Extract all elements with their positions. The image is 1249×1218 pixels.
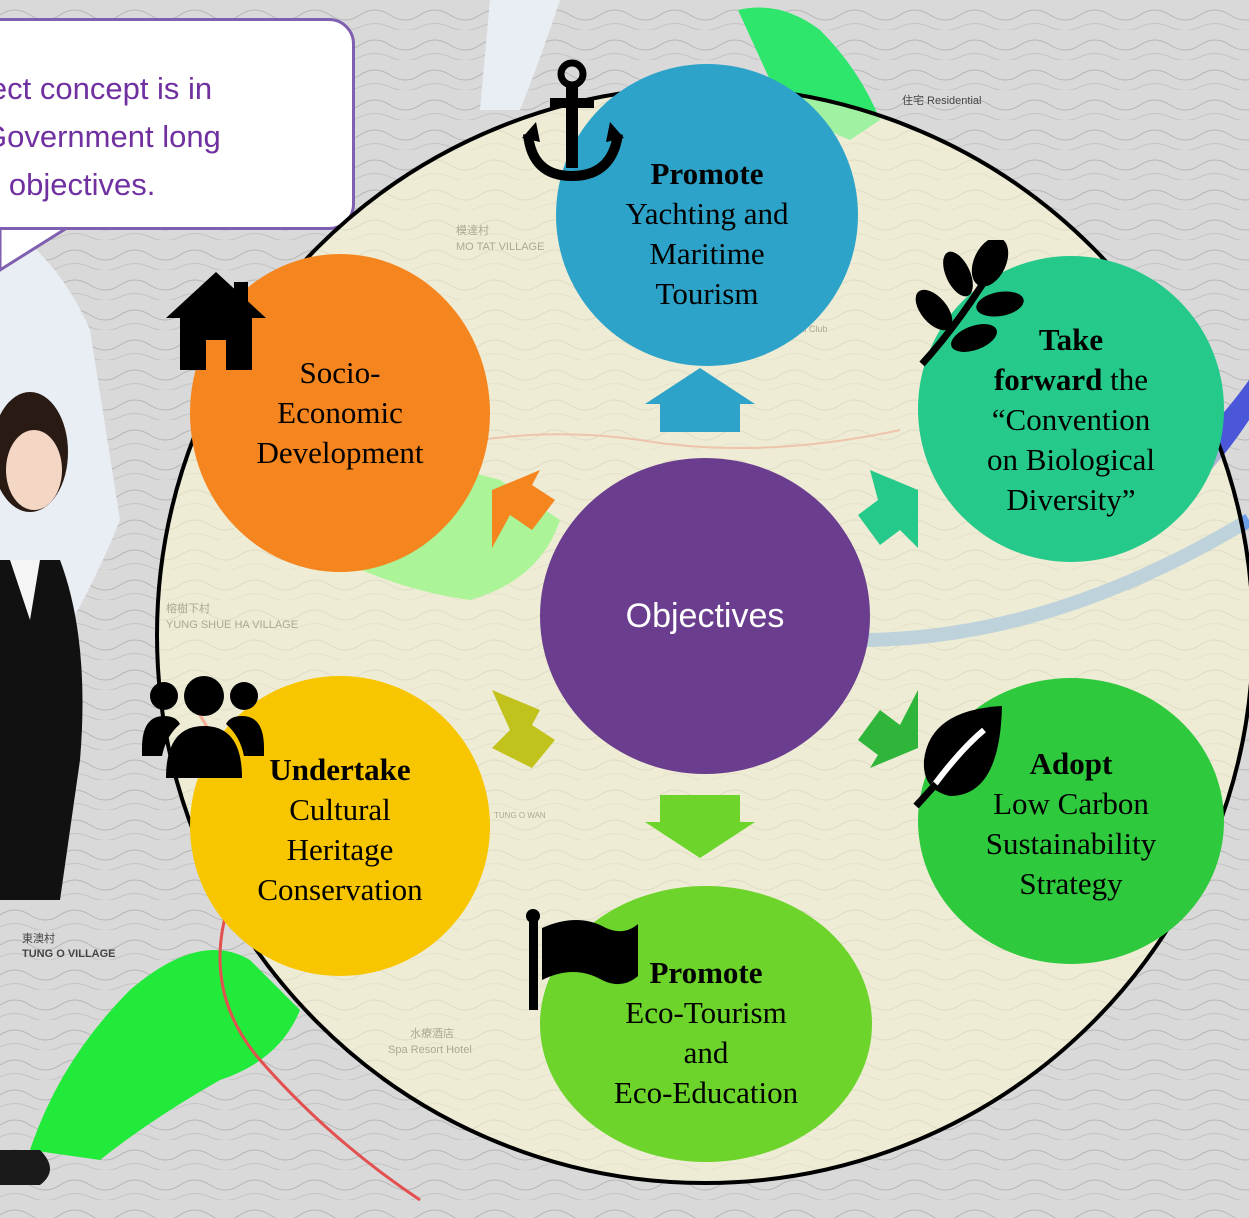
callout-line-3: n objectives. bbox=[0, 167, 156, 202]
low-carbon-line-2: Sustainability bbox=[985, 826, 1157, 861]
objective-heritage-circle: Undertake Cultural Heritage Conservation bbox=[190, 676, 490, 976]
presenter-figure bbox=[0, 392, 83, 1185]
low-carbon-line-3: Strategy bbox=[1019, 866, 1123, 901]
eco-tourism-bold: Promote bbox=[649, 955, 763, 990]
anchor-icon bbox=[522, 59, 624, 182]
callout-box: ject concept is in Government long n obj… bbox=[0, 18, 355, 230]
eco-tourism-line-3: Eco-Education bbox=[613, 1075, 799, 1110]
map-label-tung-o: TUNG O VILLAGE bbox=[22, 948, 116, 960]
map-label-tung-o-wan: TUNG O WAN bbox=[494, 811, 546, 820]
heritage-line-3: Conservation bbox=[257, 872, 423, 907]
callout-line-2: Government long bbox=[0, 119, 221, 154]
socio-economic-line-1: Socio- bbox=[299, 355, 381, 390]
leafy-branch-icon bbox=[915, 240, 1024, 367]
biodiversity-line-1: “Convention bbox=[991, 402, 1151, 437]
people-group-icon bbox=[142, 676, 264, 778]
flag-icon bbox=[526, 909, 638, 1010]
heritage-bold: Undertake bbox=[269, 752, 411, 787]
map-label-resort: Spa Resort Hotel bbox=[388, 1044, 472, 1056]
map-label-yung-shue: YUNG SHUE HA VILLAGE bbox=[166, 619, 298, 631]
low-carbon-bold: Adopt bbox=[1029, 746, 1113, 781]
center-objectives-circle: Objectives bbox=[540, 458, 870, 774]
map-label-yung-shue-cn: 榕樹下村 bbox=[166, 601, 210, 615]
eco-tourism-line-2: and bbox=[683, 1035, 729, 1070]
socio-economic-line-3: Development bbox=[256, 435, 424, 470]
yachting-line-3: Tourism bbox=[655, 276, 759, 311]
map-label-residential: 住宅 Residential bbox=[902, 93, 981, 107]
biodiversity-bold-2: forward bbox=[993, 362, 1103, 397]
socio-economic-line-2: Economic bbox=[277, 395, 403, 430]
house-icon bbox=[166, 272, 266, 370]
map-label-resort-cn: 水療酒店 bbox=[410, 1026, 454, 1040]
objective-yachting-circle: Promote Yachting and Maritime Tourism bbox=[556, 64, 858, 366]
biodiversity-line-2: on Biological bbox=[987, 442, 1155, 477]
yachting-line-2: Maritime bbox=[649, 236, 765, 271]
map-label-mo-tat: MO TAT VILLAGE bbox=[456, 241, 544, 253]
yachting-line-1: Yachting and bbox=[625, 196, 789, 231]
map-label-tung-o-cn: 東澳村 bbox=[22, 931, 55, 945]
yachting-bold: Promote bbox=[650, 156, 764, 191]
heritage-line-1: Cultural bbox=[289, 792, 391, 827]
biodiversity-after: the bbox=[1102, 362, 1149, 397]
low-carbon-line-1: Low Carbon bbox=[993, 786, 1149, 821]
biodiversity-line-3: Diversity” bbox=[1006, 482, 1136, 517]
map-label-mo-tat-cn: 模達村 bbox=[456, 223, 489, 237]
leaf-icon bbox=[913, 706, 1002, 809]
biodiversity-bold: Take bbox=[1038, 322, 1104, 357]
callout-line-1: ject concept is in bbox=[0, 71, 213, 106]
eco-tourism-line-1: Eco-Tourism bbox=[625, 995, 787, 1030]
center-label: Objectives bbox=[625, 597, 785, 635]
heritage-line-2: Heritage bbox=[286, 832, 394, 867]
